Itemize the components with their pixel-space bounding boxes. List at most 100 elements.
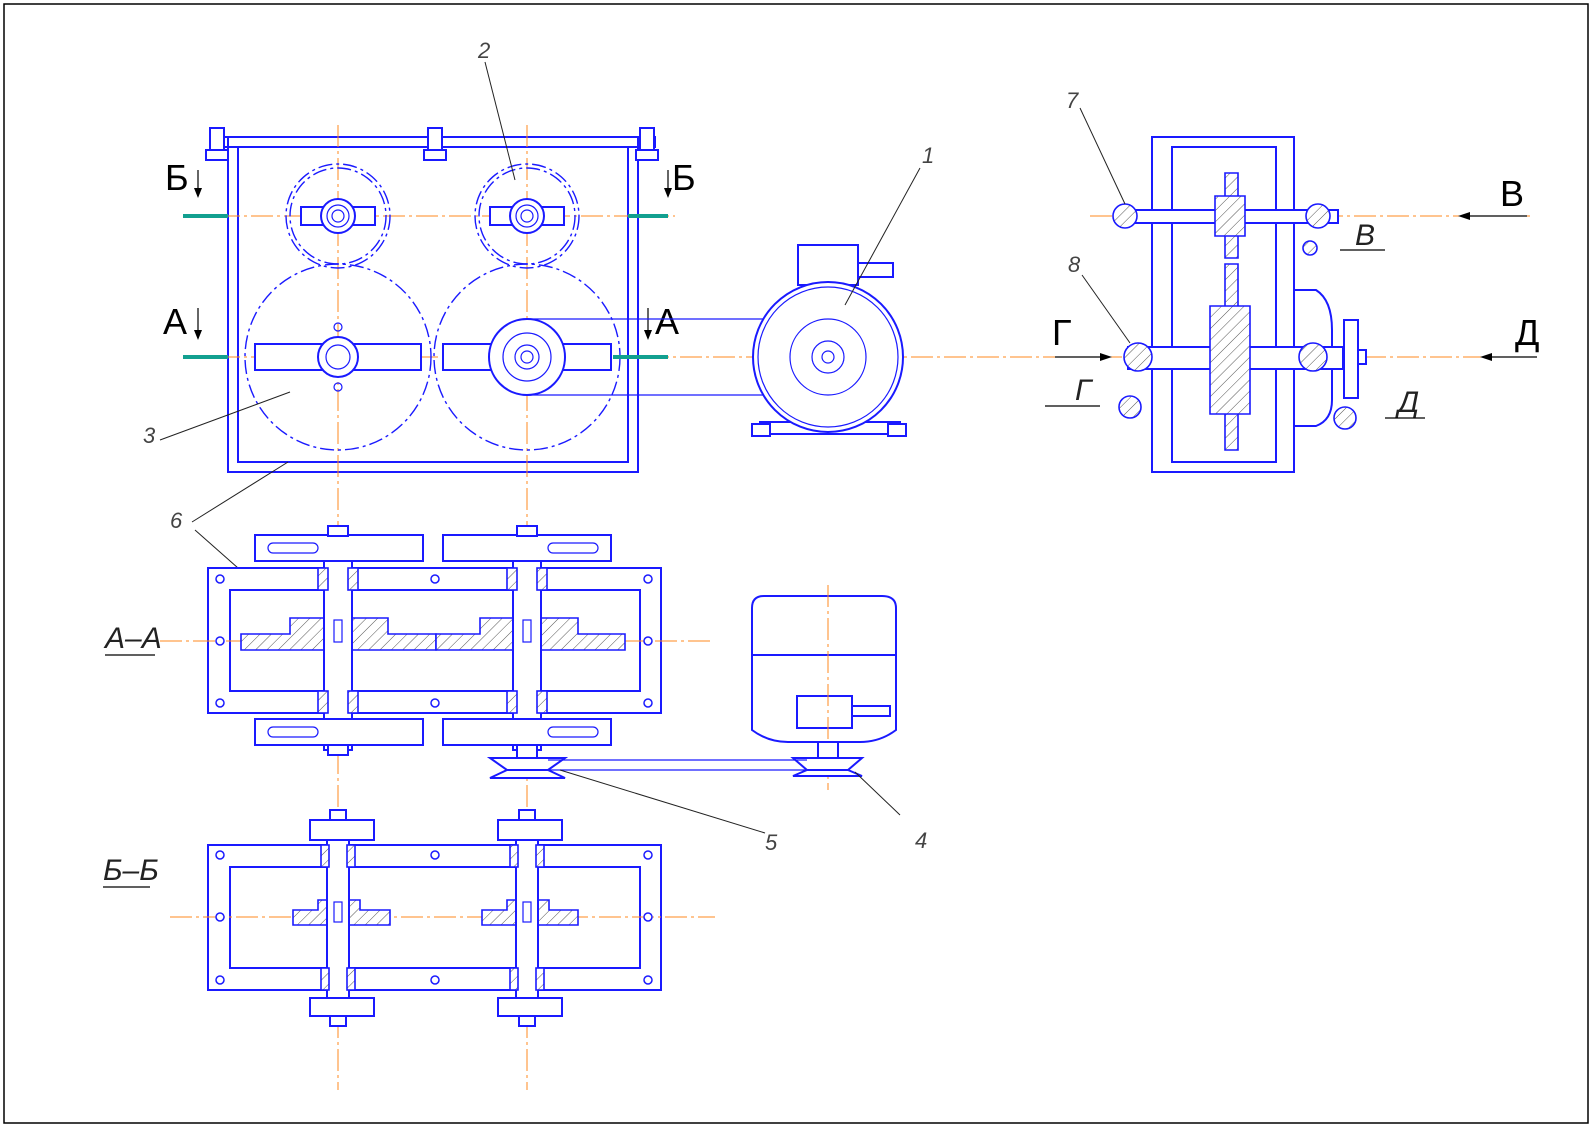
small-gear-right-hub [489, 198, 565, 234]
view-arrow-b-right [664, 170, 672, 198]
callout-6: 6 [170, 508, 183, 533]
aa-nut [327, 525, 349, 537]
motor-top-view: 5 4 [548, 585, 927, 855]
side-lower-bearing-left [1123, 342, 1153, 372]
bb-nut [518, 1015, 536, 1027]
front-view: Б Б А А 2 3 6 [143, 38, 1530, 1090]
bb-nut [329, 809, 347, 821]
motor-foot-left [751, 423, 771, 437]
aa-bearing [347, 567, 359, 591]
view-arrow-d [1480, 353, 1537, 361]
view-arrow-a-right [644, 308, 652, 340]
motor-top-terminal [796, 695, 853, 729]
large-gear-left-pitch [244, 263, 432, 451]
bb-bolt [215, 912, 225, 922]
aa-bearing [347, 690, 359, 714]
aa-bearing [317, 690, 329, 714]
small-gear-left-hub [300, 198, 376, 234]
bb-bearing [535, 844, 545, 868]
leader-7 [1079, 107, 1126, 205]
bb-bolt [643, 850, 653, 860]
side-lower-shaft-section-left [1118, 395, 1142, 419]
bb-bolt [215, 850, 225, 860]
aa-pulley-lower [489, 769, 566, 779]
aa-cover-top-left [254, 534, 424, 562]
aa-bolt [643, 636, 653, 646]
view-arrow-b-left [194, 170, 202, 198]
leader-4 [854, 771, 901, 816]
callout-1: 1 [922, 143, 934, 168]
bb-bolt [430, 850, 440, 860]
side-upper-bearing-right [1305, 203, 1331, 229]
top-bolt [635, 127, 659, 161]
aa-nut [516, 525, 538, 537]
motor-front-view: 1 [751, 143, 934, 437]
bb-bearing [320, 844, 330, 868]
bb-cover-top-left [309, 819, 375, 841]
motor-terminal-stub [857, 262, 894, 278]
side-upper-bearing-left [1112, 203, 1138, 229]
bb-bearing [346, 967, 356, 991]
aa-cover-bottom-right [442, 718, 612, 746]
top-bolt [205, 127, 229, 161]
label-g: Г [1052, 312, 1072, 353]
label-b-left: Б [165, 157, 189, 198]
section-bb: Б–Б [103, 809, 715, 1027]
small-gear-left-outer [285, 163, 391, 269]
bb-nut [518, 809, 536, 821]
aa-slot [267, 726, 319, 738]
section-aa: А–А [103, 525, 710, 779]
bb-shaft-left [326, 829, 350, 1011]
side-view: В Г Д В Г Д 7 8 [1045, 88, 1539, 473]
bb-cover-top-right [497, 819, 563, 841]
aa-bearing [536, 690, 548, 714]
side-housing-outer [1151, 136, 1295, 473]
bb-key-left [333, 901, 343, 923]
leader-5 [559, 769, 766, 834]
aa-bolt [430, 574, 440, 584]
side-housing-inner [1171, 146, 1277, 463]
leader-1 [844, 167, 921, 306]
side-lower-gear [1209, 263, 1251, 451]
aa-bearing [317, 567, 329, 591]
aa-bearing [506, 690, 518, 714]
bb-bolt [643, 975, 653, 985]
bb-shaft-right [515, 829, 539, 1011]
aa-slot [547, 542, 599, 554]
side-upper-shaft-section [1302, 240, 1318, 256]
top-bolt [423, 127, 447, 161]
callout-5: 5 [765, 830, 778, 855]
marker-v: В [1355, 219, 1375, 252]
bb-nut [329, 1015, 347, 1027]
bb-bearing [509, 844, 519, 868]
aa-slot [267, 542, 319, 554]
leader-2 [484, 61, 516, 181]
aa-bolt [215, 636, 225, 646]
aa-cover-top-right [442, 534, 612, 562]
motor-foot-right [887, 423, 907, 437]
view-arrow-a-left [194, 308, 202, 340]
label-v: В [1500, 173, 1524, 214]
callout-3: 3 [143, 423, 156, 448]
sheet-frame [3, 3, 1589, 1124]
motor-top-terminal-stub [851, 705, 891, 717]
motor-ring [757, 286, 899, 428]
side-lower-bearing-right [1298, 342, 1328, 372]
side-pulley-hub [1357, 349, 1367, 365]
bb-bearing [509, 967, 519, 991]
leader-6 [191, 461, 289, 523]
aa-pulley-hub [516, 744, 538, 759]
motor-top-body [751, 595, 897, 656]
label-section-aa: А–А [103, 622, 162, 655]
large-gear-right-hub [442, 318, 612, 396]
label-d: Д [1515, 312, 1539, 353]
motor-pulley-lower [792, 769, 863, 777]
side-upper-gear [1214, 172, 1246, 259]
aa-slot [547, 726, 599, 738]
aa-nut [327, 744, 349, 756]
aa-bolt [430, 698, 440, 708]
side-pulley [1343, 319, 1359, 399]
callout-2: 2 [477, 38, 490, 63]
marker-g: Г [1075, 374, 1094, 407]
